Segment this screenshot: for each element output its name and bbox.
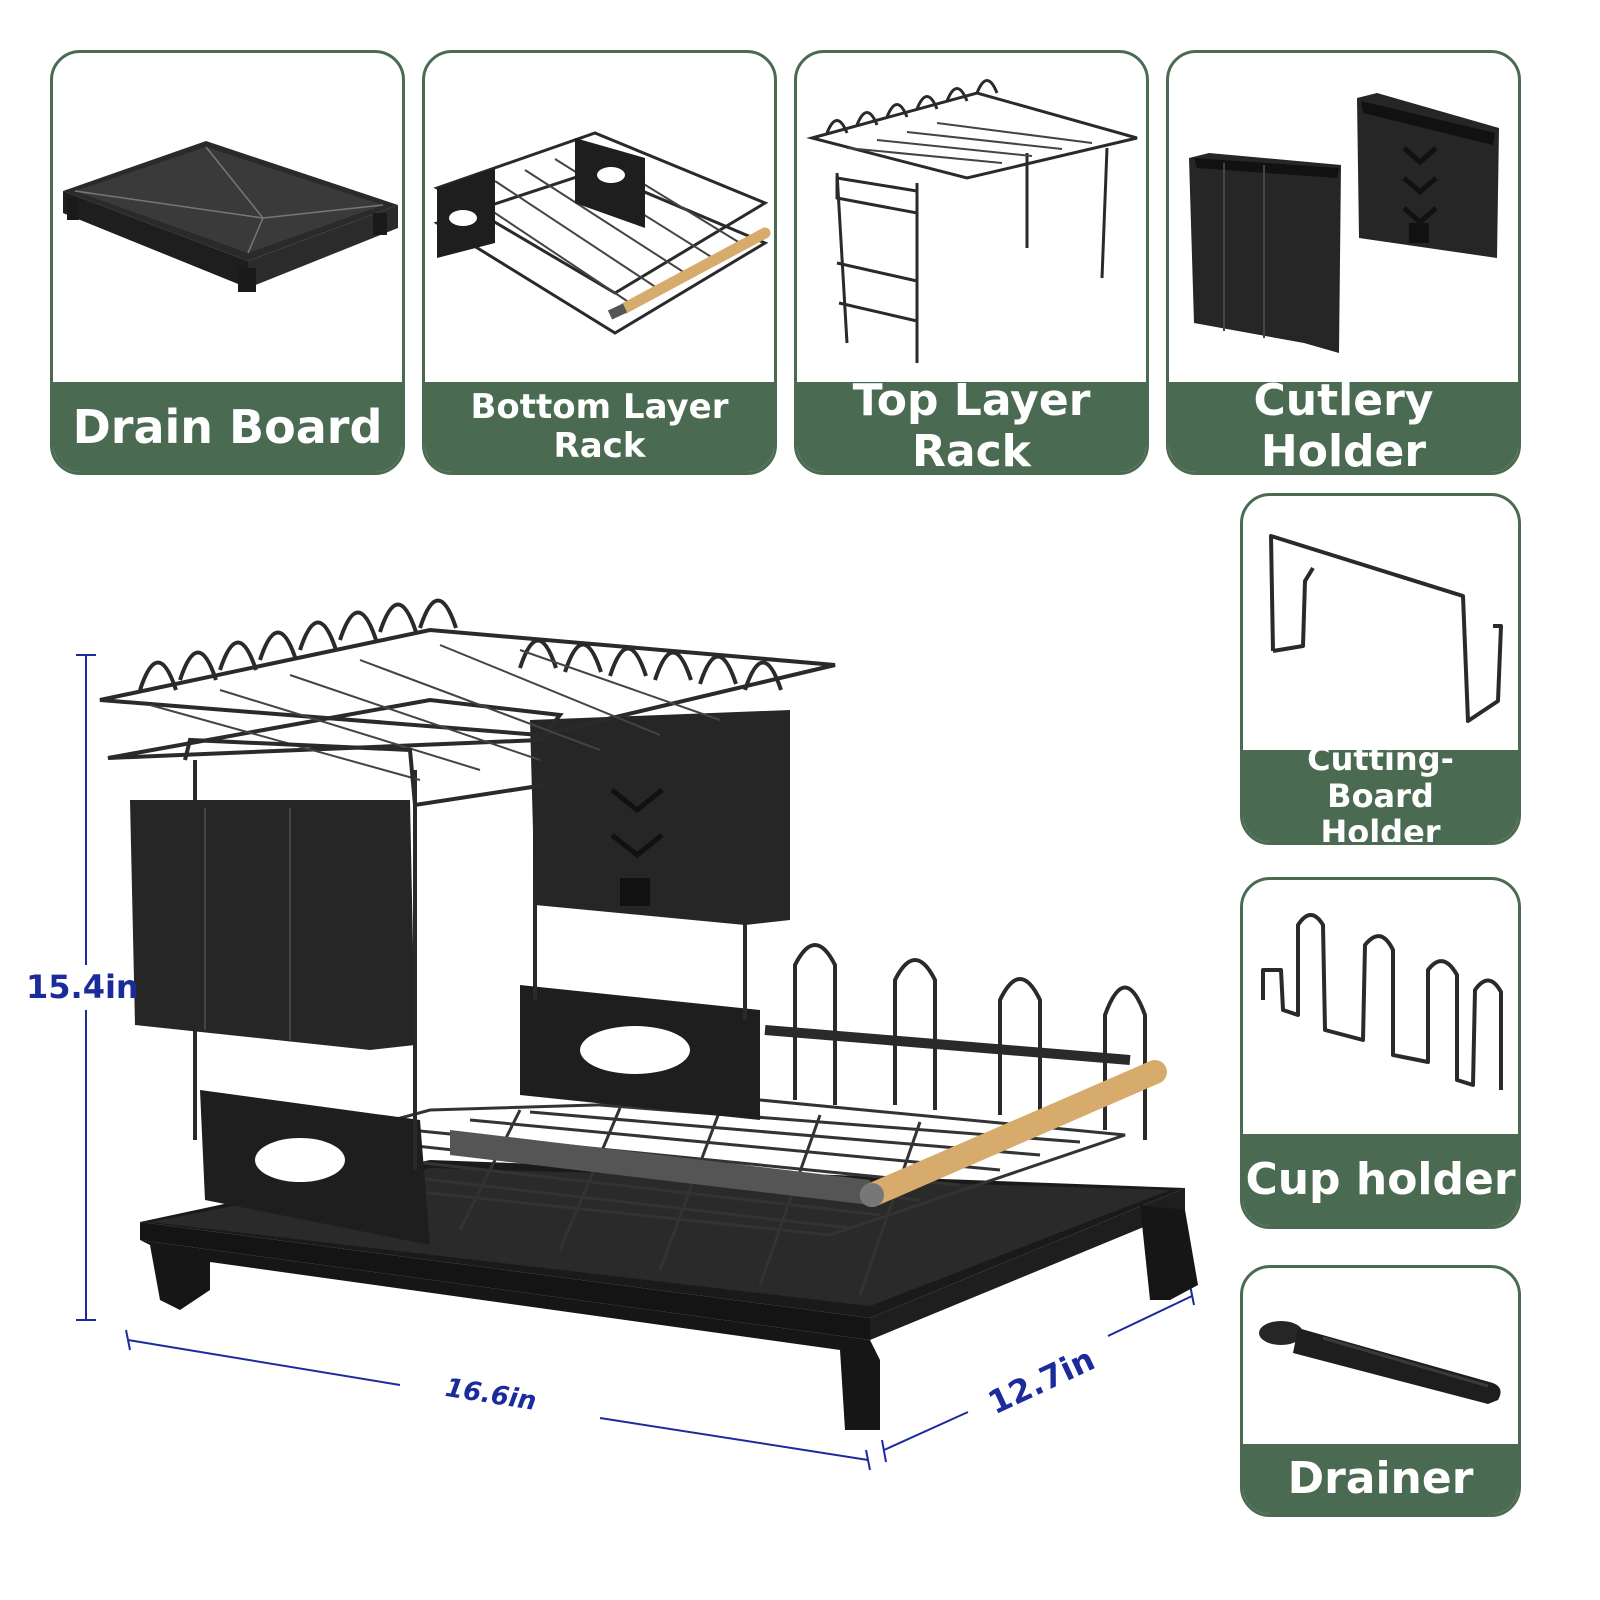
cutlery-holder-card: Cutlery Holder <box>1166 50 1521 475</box>
cutting-board-holder-card: Cutting-Board Holder <box>1240 493 1521 845</box>
cup-holder-card: Cup holder <box>1240 877 1521 1229</box>
cup-holder-image <box>1261 913 1503 1090</box>
cutting-board-holder-label: Cutting-Board Holder <box>1243 740 1518 842</box>
top-layer-rack-card: Top Layer Rack <box>794 50 1149 475</box>
drainer-card: Drainer <box>1240 1265 1521 1517</box>
drainer-image <box>1259 1321 1501 1404</box>
cutting-board-holder-image <box>1269 534 1503 723</box>
drainer-label: Drainer <box>1243 1444 1518 1514</box>
drain-board-card: Drain Board <box>50 50 405 475</box>
assembled-dish-rack-image <box>76 598 1198 1471</box>
drain-board-image <box>63 141 398 292</box>
top-layer-rack-label: Top Layer Rack <box>797 376 1146 472</box>
cutlery-holder-image <box>1189 93 1499 353</box>
drain-board-label: Drain Board <box>53 382 402 472</box>
top-layer-rack-image <box>806 79 1138 363</box>
bottom-layer-rack-image <box>433 131 771 335</box>
cup-holder-label: Cup holder <box>1243 1134 1518 1226</box>
bottom-layer-rack-card: Bottom Layer Rack <box>422 50 777 475</box>
cutlery-holder-label: Cutlery Holder <box>1169 376 1518 472</box>
bottom-layer-rack-label: Bottom Layer Rack <box>425 382 774 472</box>
height-dimension-label: 15.4in <box>26 968 139 1006</box>
